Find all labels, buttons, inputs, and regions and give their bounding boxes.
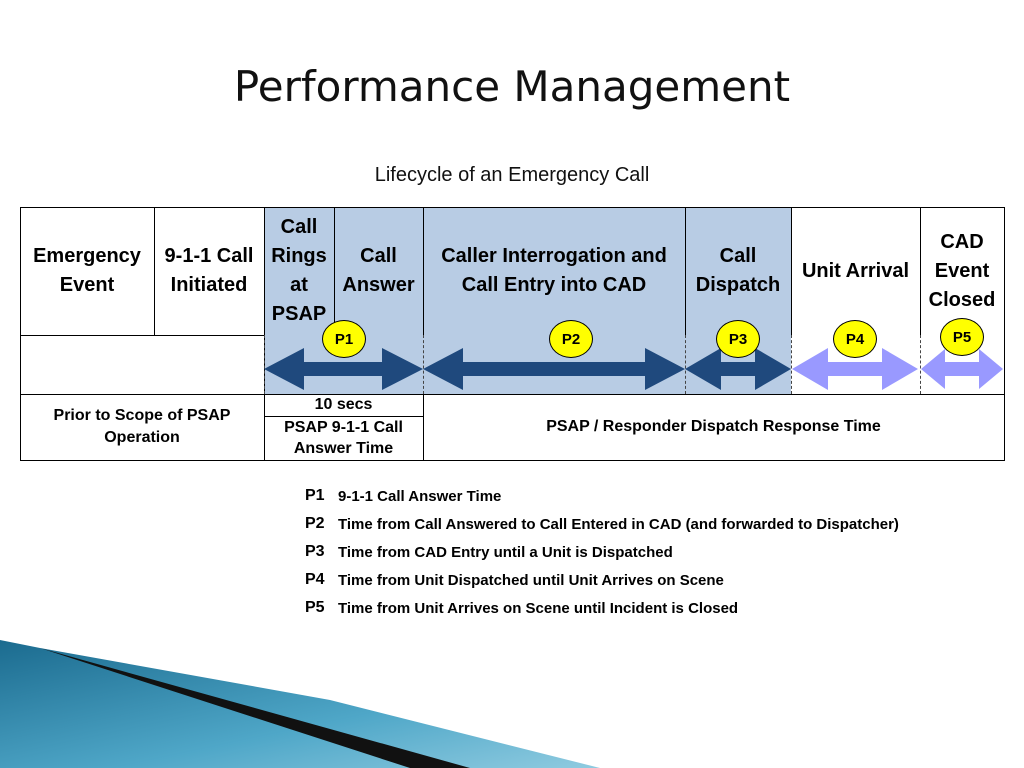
phase-badge-p3: P3: [716, 320, 760, 358]
legend-code: P1: [305, 487, 325, 504]
header-unit-arrival: Unit Arrival: [801, 259, 910, 282]
phase-badge-p4: P4: [833, 320, 877, 358]
legend-code: P3: [305, 543, 325, 560]
table-rule: [423, 207, 424, 335]
legend-item: P5 Time from Unit Arrives on Scene until…: [305, 594, 1005, 622]
legend-text: Time from Call Answered to Call Entered …: [338, 515, 899, 533]
legend-item: P1 9-1-1 Call Answer Time: [305, 482, 1005, 510]
table-rule-dashed: [791, 335, 792, 394]
response-time-cell: PSAP / Responder Dispatch Response Time: [546, 418, 881, 435]
table-rule: [20, 335, 264, 336]
slide-title: Performance Management: [233, 62, 791, 111]
legend-code: P5: [305, 599, 325, 616]
table-rule: [791, 207, 792, 335]
header-call-initiated: 9-1-1 Call Initiated: [164, 245, 254, 296]
header-call-answer: Call Answer: [342, 245, 415, 296]
header-caller-interrogation: Caller Interrogation and Call Entry into…: [441, 245, 667, 296]
table-rule: [423, 394, 424, 461]
table-rule: [685, 207, 686, 335]
table-rule: [334, 207, 335, 335]
legend-code: P4: [305, 571, 325, 588]
legend-item: P4 Time from Unit Dispatched until Unit …: [305, 566, 1005, 594]
table-rule: [20, 394, 1005, 395]
arrow-p3: [685, 348, 791, 390]
header-call-dispatch: Call Dispatch: [695, 245, 781, 296]
table-rule: [264, 207, 265, 461]
arrow-p2: [423, 348, 685, 390]
table-rule: [264, 416, 423, 417]
phase-badge-p1: P1: [322, 320, 366, 358]
swoosh-teal: [0, 640, 600, 768]
legend-text: Time from Unit Dispatched until Unit Arr…: [338, 571, 724, 589]
header-call-rings: Call Rings at PSAP: [271, 216, 327, 325]
table-border-left: [20, 207, 21, 461]
diagram-subtitle: Lifecycle of an Emergency Call: [374, 164, 650, 186]
decorative-corner-swoosh: [0, 640, 600, 768]
phase-legend: P1 9-1-1 Call Answer Time P2 Time from C…: [305, 482, 1005, 622]
legend-item: P2 Time from Call Answered to Call Enter…: [305, 510, 1005, 538]
table-border-top: [20, 207, 1005, 208]
answer-time-cell: PSAP 9-1-1 Call Answer Time: [284, 419, 403, 457]
legend-item: P3 Time from CAD Entry until a Unit is D…: [305, 538, 1005, 566]
table-rule: [154, 207, 155, 335]
arrow-p5: [921, 349, 1003, 389]
header-emergency-event: Emergency Event: [33, 245, 141, 296]
ten-secs-cell: 10 secs: [314, 396, 373, 413]
table-rule-dashed: [685, 335, 686, 394]
table-rule-dashed: [920, 335, 921, 394]
prior-to-scope-cell: Prior to Scope of PSAP Operation: [53, 407, 231, 446]
table-rule: [920, 207, 921, 335]
phase-badge-p2: P2: [549, 320, 593, 358]
arrow-p1: [264, 348, 423, 390]
table-border-bottom: [20, 460, 1005, 461]
table-border-right: [1004, 207, 1005, 461]
legend-text: Time from Unit Arrives on Scene until In…: [338, 599, 739, 617]
legend-text: Time from CAD Entry until a Unit is Disp…: [338, 543, 673, 561]
legend-text: 9-1-1 Call Answer Time: [338, 487, 502, 505]
table-rule-dashed: [423, 335, 424, 394]
header-cad-event-closed: CAD Event Closed: [928, 230, 996, 311]
table-rule-dashed: [264, 335, 265, 394]
phase-badge-p5: P5: [940, 318, 984, 356]
arrow-p4: [792, 348, 918, 390]
legend-code: P2: [305, 515, 325, 532]
